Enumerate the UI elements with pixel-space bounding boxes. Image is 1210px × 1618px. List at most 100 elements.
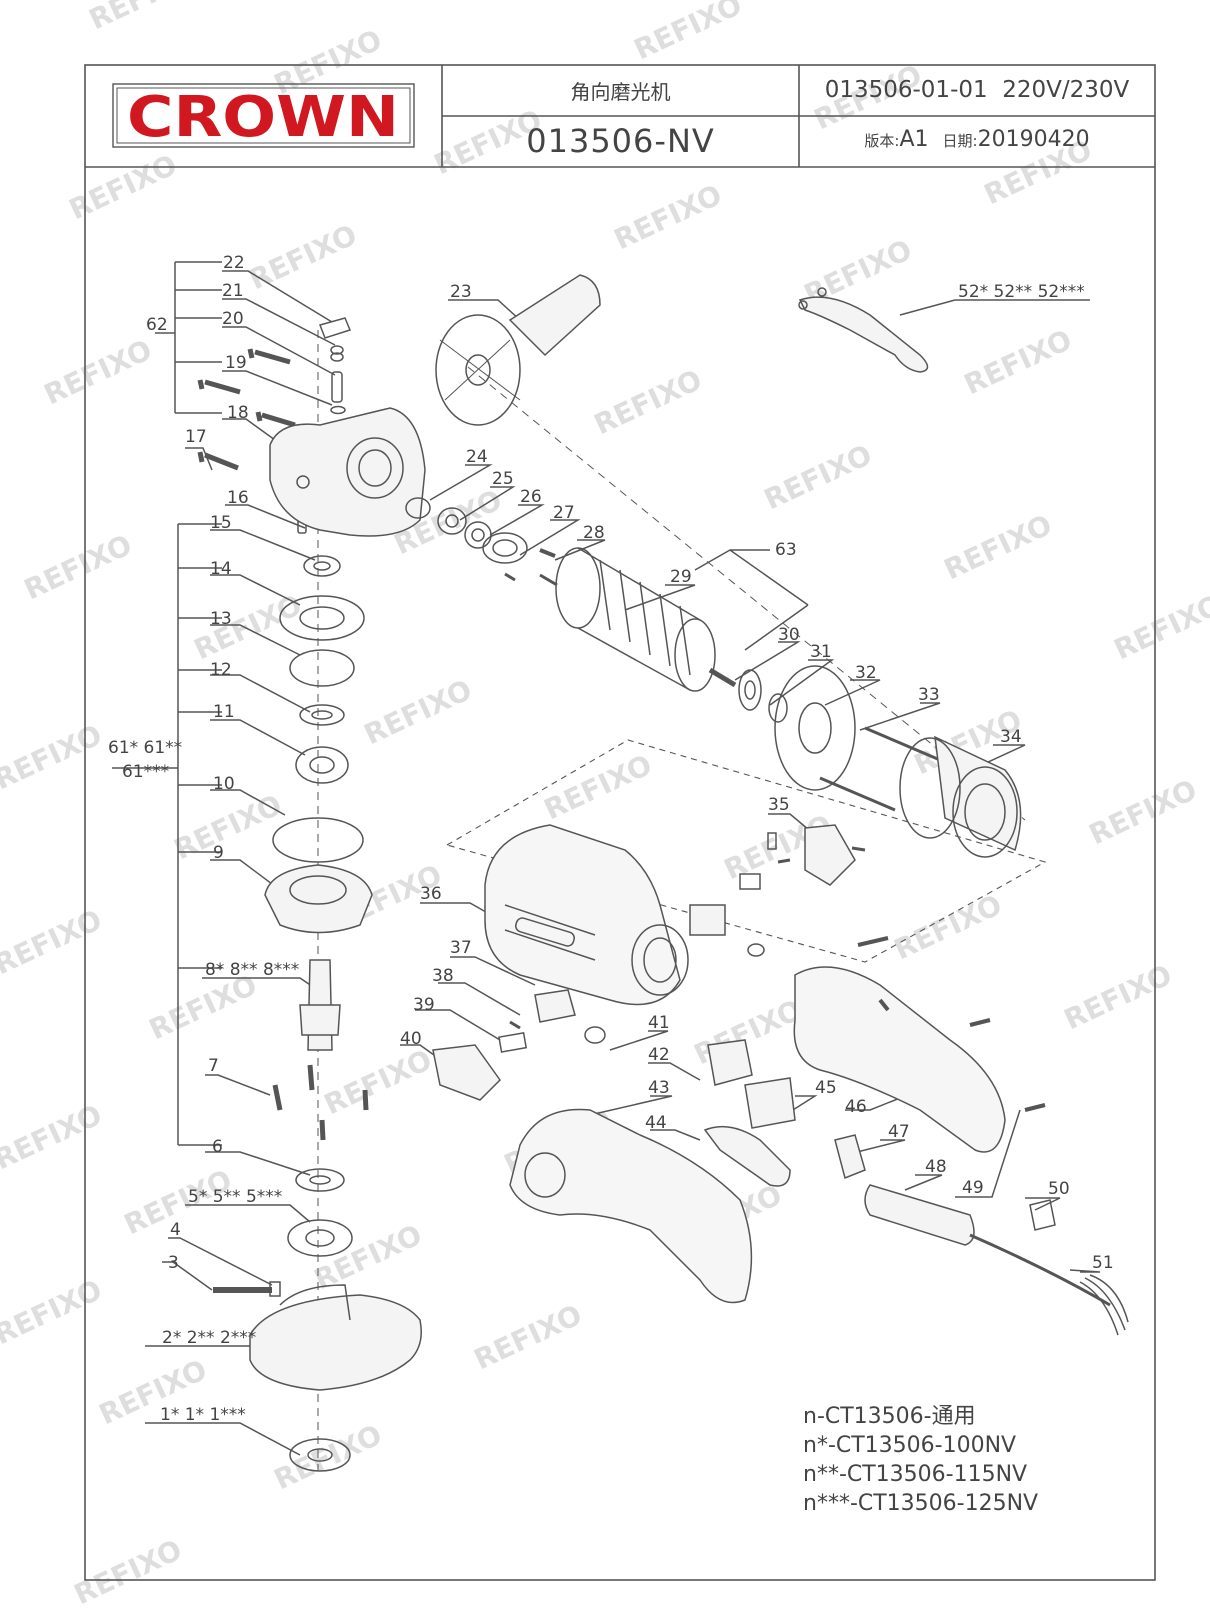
part-label-50: 50 (1048, 1179, 1070, 1199)
part-label-25: 25 (492, 469, 514, 489)
part-label-17: 17 (185, 427, 207, 447)
date: 20190420 (977, 127, 1090, 152)
watermark: REFIXO (169, 788, 287, 866)
watermark: REFIXO (359, 673, 477, 751)
watermark: REFIXO (469, 1298, 587, 1376)
part-label-63: 63 (775, 540, 797, 560)
watermark: REFIXO (1084, 773, 1202, 851)
watermark: REFIXO (84, 0, 202, 36)
part-label-42: 42 (648, 1045, 670, 1065)
watermark: REFIXO (889, 888, 1007, 966)
version-date: 版本:A1 日期:20190420 (799, 127, 1155, 152)
part-label-1: 1* 1* 1*** (160, 1405, 246, 1425)
part-label-61-b: 61*** (122, 762, 169, 782)
title-block-frame (84, 64, 1156, 1581)
part-label-10: 10 (213, 774, 235, 794)
legend-line-1: n-CT13506-通用 (803, 1404, 976, 1429)
part-label-19: 19 (225, 353, 247, 373)
part-label-51: 51 (1092, 1253, 1114, 1273)
watermark: REFIXO (959, 323, 1077, 401)
parts-drawing (112, 261, 1129, 1472)
watermark: REFIXO (1059, 958, 1177, 1036)
part-label-43: 43 (648, 1078, 670, 1098)
crown-logo: CROWN (112, 83, 415, 150)
part-label-14: 14 (210, 559, 232, 579)
part-label-38: 38 (432, 966, 454, 986)
legend-line-2: n*-CT13506-100NV (803, 1433, 1016, 1458)
part-label-33: 33 (918, 685, 940, 705)
watermark: REFIXO (0, 718, 107, 796)
crown-logo-text: CROWN (127, 85, 399, 150)
version: A1 (899, 127, 929, 152)
version-label: 版本: (864, 132, 900, 150)
watermark: REFIXO (64, 148, 182, 226)
part-label-7: 7 (208, 1056, 219, 1076)
part-label-52: 52* 52** 52*** (958, 282, 1085, 302)
part-label-28: 28 (583, 523, 605, 543)
watermark: REFIXO (39, 333, 157, 411)
part-label-29: 29 (670, 567, 692, 587)
part-label-34: 34 (1000, 727, 1022, 747)
watermark: REFIXO (629, 0, 747, 66)
part-label-49: 49 (962, 1178, 984, 1198)
part-label-23: 23 (450, 282, 472, 302)
part-label-26: 26 (520, 487, 542, 507)
part-label-30: 30 (778, 625, 800, 645)
part-label-40: 40 (400, 1029, 422, 1049)
legend-line-4: n***-CT13506-125NV (803, 1491, 1038, 1516)
part-label-61-a: 61* 61** (108, 738, 182, 758)
part-label-11: 11 (213, 702, 235, 722)
model-code: 013506-NV (526, 122, 715, 160)
date-label: 日期: (942, 132, 978, 150)
watermark: REFIXO (0, 1273, 107, 1351)
watermark: REFIXO (759, 438, 877, 516)
part-label-6: 6 (212, 1137, 223, 1157)
part-label-18: 18 (227, 403, 249, 423)
watermark: REFIXO (1109, 588, 1210, 666)
variant-legend: n-CT13506-通用 n*-CT13506-100NV n**-CT1350… (803, 1404, 1038, 1516)
part-number-labels: 22 21 20 62 19 18 17 16 15 14 13 12 11 6… (108, 253, 1114, 1425)
part-label-5: 5* 5** 5*** (188, 1187, 282, 1207)
part-label-22: 22 (223, 253, 245, 273)
part-label-21: 21 (222, 281, 244, 301)
watermark: REFIXO (589, 363, 707, 441)
part-label-12: 12 (210, 660, 232, 680)
part-label-20: 20 (222, 309, 244, 329)
part-label-16: 16 (227, 488, 249, 508)
watermark: REFIXO (269, 1418, 387, 1496)
part-label-31: 31 (810, 642, 832, 662)
watermark: REFIXO (309, 1218, 427, 1296)
part-label-47: 47 (888, 1122, 910, 1142)
voltage: 220V/230V (1002, 77, 1130, 103)
watermark: REFIXO (244, 218, 362, 296)
part-label-39: 39 (413, 995, 435, 1015)
product-name: 角向磨光机 (570, 80, 671, 104)
watermark: REFIXO (19, 528, 137, 606)
part-label-15: 15 (210, 513, 232, 533)
part-label-32: 32 (855, 663, 877, 683)
part-label-45: 45 (815, 1078, 837, 1098)
part-label-24: 24 (466, 447, 488, 467)
part-label-37: 37 (450, 938, 472, 958)
watermark: REFIXO (319, 1043, 437, 1121)
part-label-4: 4 (170, 1220, 181, 1240)
part-label-9: 9 (213, 843, 224, 863)
part-label-62: 62 (146, 315, 168, 335)
part-label-36: 36 (420, 884, 442, 904)
part-label-3: 3 (168, 1253, 179, 1273)
part-label-44: 44 (645, 1113, 667, 1133)
watermark: REFIXO (609, 178, 727, 256)
watermark: REFIXO (539, 748, 657, 826)
watermark: REFIXO (0, 903, 107, 981)
legend-line-3: n**-CT13506-115NV (803, 1462, 1027, 1487)
part-label-48: 48 (925, 1157, 947, 1177)
watermark: REFIXO (0, 1098, 107, 1176)
drawing-number: 013506-01-01 (824, 77, 988, 103)
part-label-2: 2* 2** 2*** (162, 1328, 256, 1348)
part-label-46: 46 (845, 1097, 867, 1117)
watermark: REFIXO (939, 508, 1057, 586)
part-label-13: 13 (210, 609, 232, 629)
